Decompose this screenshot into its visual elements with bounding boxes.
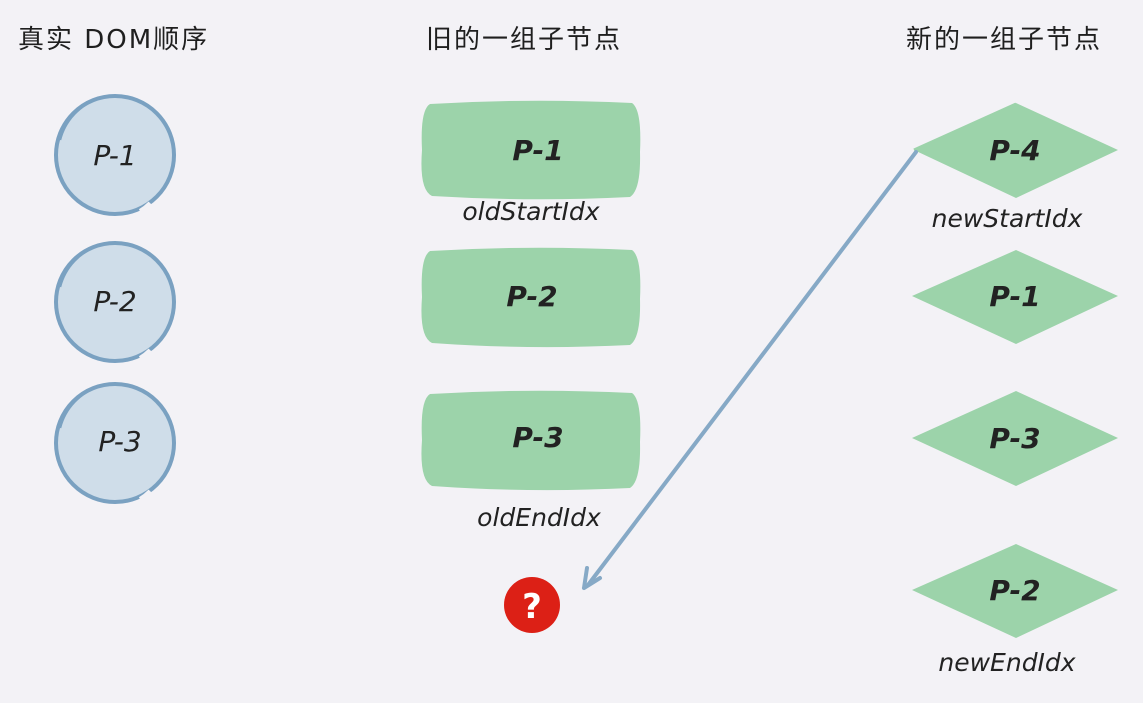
new-node-label: P-3 bbox=[989, 422, 1040, 455]
old-node-1: P-1 bbox=[421, 100, 641, 200]
new-start-idx-label: newStartIdx bbox=[932, 204, 1083, 233]
real-dom-node-label: P-1 bbox=[93, 139, 136, 172]
lookup-arrow bbox=[582, 150, 918, 590]
old-start-idx-label: oldStartIdx bbox=[462, 197, 599, 226]
real-dom-node-1: P-1 bbox=[54, 94, 176, 216]
heading-new-children: 新的一组子节点 bbox=[906, 25, 1102, 55]
real-dom-node-3: P-3 bbox=[54, 382, 176, 504]
new-node-1: P-4 bbox=[913, 102, 1118, 198]
old-node-label: P-1 bbox=[512, 134, 563, 167]
new-node-3: P-3 bbox=[912, 391, 1118, 486]
heading-old-children: 旧的一组子节点 bbox=[426, 25, 622, 55]
new-node-4: P-2 bbox=[912, 544, 1118, 638]
new-end-idx-label: newEndIdx bbox=[938, 648, 1075, 677]
question-mark-icon: ? bbox=[504, 577, 560, 633]
new-node-2: P-1 bbox=[912, 250, 1118, 344]
question-mark-glyph: ? bbox=[522, 587, 542, 627]
real-dom-node-2: P-2 bbox=[54, 241, 176, 363]
old-node-2: P-2 bbox=[421, 247, 641, 348]
new-node-label: P-4 bbox=[989, 134, 1040, 167]
heading-real-dom-order: 真实 DOM顺序 bbox=[18, 25, 209, 55]
old-end-idx-label: oldEndIdx bbox=[477, 503, 601, 532]
new-node-label: P-2 bbox=[989, 574, 1040, 607]
real-dom-node-label: P-2 bbox=[93, 285, 136, 318]
old-node-label: P-3 bbox=[512, 421, 563, 454]
new-node-label: P-1 bbox=[989, 280, 1040, 313]
old-node-3: P-3 bbox=[421, 390, 641, 491]
old-node-label: P-2 bbox=[506, 280, 557, 313]
real-dom-node-label: P-3 bbox=[98, 425, 141, 458]
